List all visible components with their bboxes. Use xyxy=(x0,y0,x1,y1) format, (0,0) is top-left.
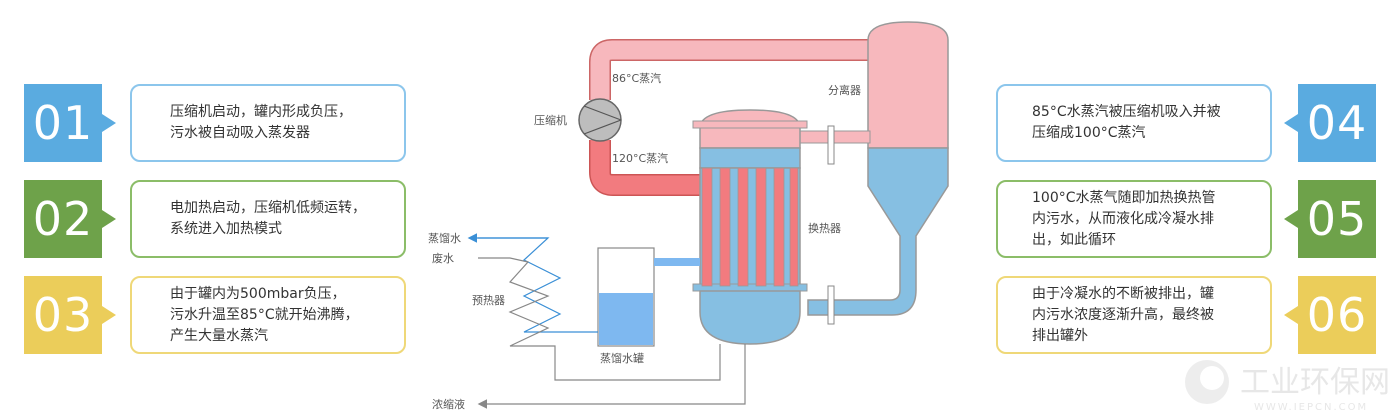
label-concentrate: 浓缩液 xyxy=(432,397,465,411)
arrow-left-icon xyxy=(1284,210,1298,228)
arrow-right-icon xyxy=(102,210,116,228)
steam-pipe-86 xyxy=(589,39,870,100)
label-waste-water: 废水 xyxy=(432,251,454,265)
step-text-box: 由于罐内为500mbar负压， 污水升温至85°C就开始沸腾， 产生大量水蒸汽 xyxy=(130,276,406,354)
heat-exchanger-tubes xyxy=(701,167,799,287)
step-text: 由于冷凝水的不断被排出，罐 内污水浓度逐渐升高，最终被 排出罐外 xyxy=(1032,285,1214,344)
connector-pipe-lower xyxy=(827,285,835,325)
step-text-box: 电加热启动，压缩机低频运转， 系统进入加热模式 xyxy=(130,180,406,258)
step-number: 03 xyxy=(24,276,102,354)
distilled-water-tank xyxy=(597,247,700,347)
step-text-box: 由于冷凝水的不断被排出，罐 内污水浓度逐渐升高，最终被 排出罐外 xyxy=(996,276,1272,354)
watermark: 工业环保网 WWW.IEPCN.COM xyxy=(1185,360,1390,413)
step-text: 压缩机启动，罐内形成负压， 污水被自动吸入蒸发器 xyxy=(170,104,352,141)
step-text: 100°C水蒸气随即加热换热管 内污水，从而液化成冷凝水排 出，如此循环 xyxy=(1032,189,1216,248)
arrow-right-icon xyxy=(102,114,116,132)
label-compressor: 压缩机 xyxy=(534,113,567,127)
label-preheater: 预热器 xyxy=(472,294,505,307)
step-number: 02 xyxy=(24,180,102,258)
step-text: 由于罐内为500mbar负压， 污水升温至85°C就开始沸腾， 产生大量水蒸汽 xyxy=(170,285,359,344)
label-distilled-water: 蒸馏水 xyxy=(428,231,461,245)
compressor xyxy=(578,98,622,142)
label-steam-86: 86°C蒸汽 xyxy=(612,71,661,85)
preheater xyxy=(467,233,746,409)
separator xyxy=(807,21,949,316)
step-number: 06 xyxy=(1298,276,1376,354)
label-heat-exchanger: 换热器 xyxy=(808,221,841,235)
watermark-url: WWW.IEPCN.COM xyxy=(1254,402,1368,413)
step-text: 电加热启动，压缩机低频运转， 系统进入加热模式 xyxy=(170,200,366,237)
steam-pipe-120 xyxy=(589,140,700,196)
step-text: 85°C水蒸汽被压缩机吸入并被 压缩成100°C蒸汽 xyxy=(1032,104,1221,141)
step-number: 01 xyxy=(24,84,102,162)
step-text-box: 100°C水蒸气随即加热换热管 内污水，从而液化成冷凝水排 出，如此循环 xyxy=(996,180,1272,258)
arrow-left-icon xyxy=(1284,114,1298,132)
step-number: 04 xyxy=(1298,84,1376,162)
arrow-left-icon xyxy=(1284,306,1298,324)
arrow-right-icon xyxy=(102,306,116,324)
step-number: 05 xyxy=(1298,180,1376,258)
step-text-box: 85°C水蒸汽被压缩机吸入并被 压缩成100°C蒸汽 xyxy=(996,84,1272,162)
step-text-box: 压缩机启动，罐内形成负压， 污水被自动吸入蒸发器 xyxy=(130,84,406,162)
watermark-name: 工业环保网 xyxy=(1240,365,1390,400)
label-separator: 分离器 xyxy=(828,83,861,97)
label-distilled-tank: 蒸馏水罐 xyxy=(600,351,644,365)
label-steam-120: 120°C蒸汽 xyxy=(612,151,668,165)
connector-pipe-upper xyxy=(799,125,871,165)
